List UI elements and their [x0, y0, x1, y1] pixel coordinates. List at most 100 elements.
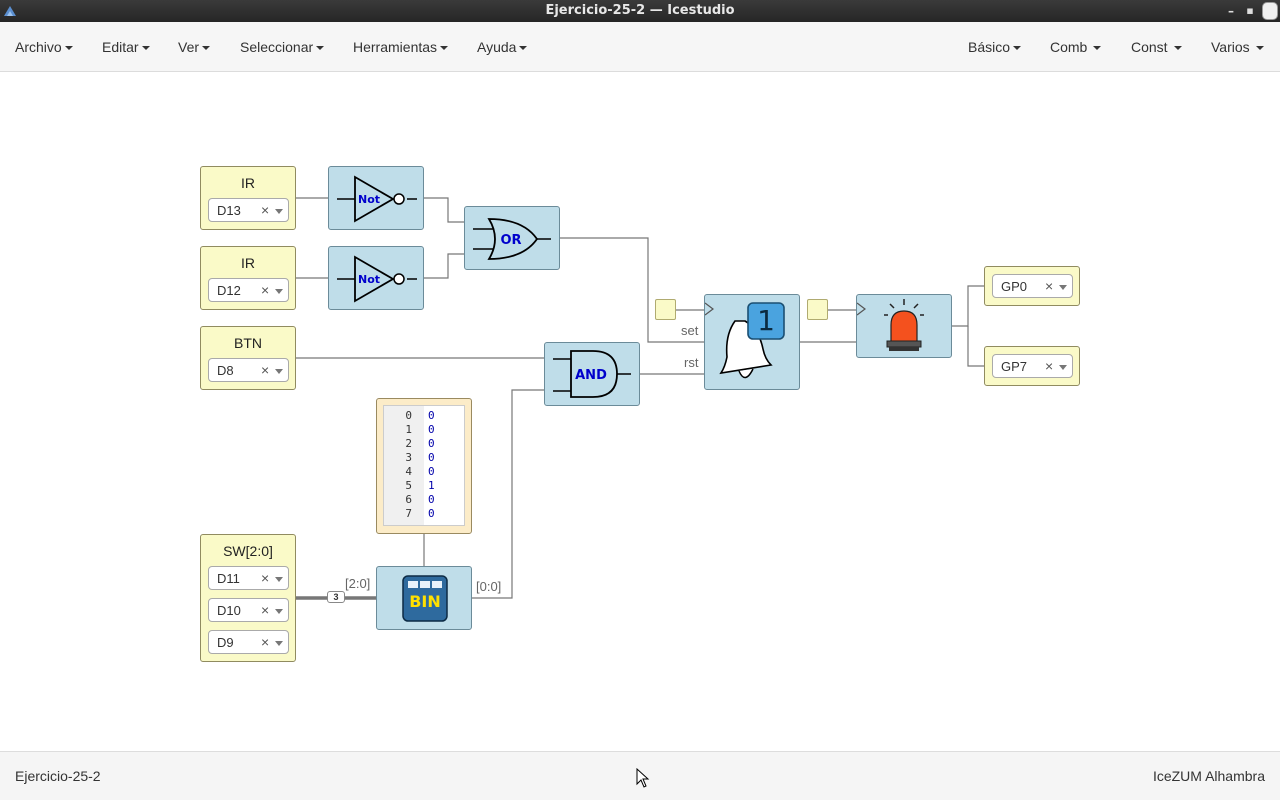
input-ir-2[interactable]: IR D12 ×	[200, 246, 296, 310]
memory-value[interactable]: 0	[428, 465, 435, 478]
pin-select[interactable]: D12 ×	[208, 278, 289, 302]
chevron-down-icon[interactable]	[1059, 365, 1067, 370]
pin-select[interactable]: D9 ×	[208, 630, 289, 654]
menu-editar[interactable]: Editar	[102, 39, 150, 55]
menu-archivo[interactable]: Archivo	[15, 39, 73, 55]
chevron-down-icon[interactable]	[275, 641, 283, 646]
memory-address: 0	[405, 409, 412, 422]
chevron-down-icon	[1255, 46, 1264, 51]
not-gate-2[interactable]: Not	[328, 246, 424, 310]
menu-ver[interactable]: Ver	[178, 39, 211, 55]
set-port-label: set	[681, 323, 699, 338]
chevron-down-icon[interactable]	[275, 369, 283, 374]
clear-icon[interactable]: ×	[1045, 278, 1054, 294]
chevron-down-icon[interactable]	[275, 209, 283, 214]
pin-select[interactable]: GP7 ×	[992, 354, 1073, 378]
input-ir-1[interactable]: IR D13 ×	[200, 166, 296, 230]
pin-select[interactable]: D10 ×	[208, 598, 289, 622]
alarm-light-block[interactable]	[856, 294, 952, 358]
menu-seleccionar[interactable]: Seleccionar	[240, 39, 325, 55]
chevron-down-icon	[64, 46, 73, 51]
minimize-icon[interactable]: –	[1228, 4, 1234, 18]
input-name: IR	[241, 175, 255, 191]
bus-input-label: [2:0]	[345, 576, 371, 591]
memory-value[interactable]: 0	[428, 437, 435, 450]
or-gate-icon: OR	[473, 218, 551, 260]
menu-const[interactable]: Const	[1131, 39, 1182, 55]
output-gp7[interactable]: GP7 ×	[984, 346, 1080, 386]
circuit-canvas[interactable]: IR D13 × IR D12 × BTN D8 × SW[2:0] D11 ×	[0, 72, 1280, 751]
chevron-down-icon[interactable]	[275, 609, 283, 614]
memory-address: 7	[405, 507, 412, 520]
memory-value[interactable]: 0	[428, 451, 435, 464]
menu-herramientas[interactable]: Herramientas	[353, 39, 449, 55]
pin-select[interactable]: D8 ×	[208, 358, 289, 382]
input-btn[interactable]: BTN D8 ×	[200, 326, 296, 390]
menu-comb[interactable]: Comb	[1050, 39, 1102, 55]
close-icon[interactable]	[1262, 2, 1278, 20]
input-name: BTN	[234, 335, 262, 351]
pin-value: D12	[217, 283, 241, 298]
output-gp0[interactable]: GP0 ×	[984, 266, 1080, 306]
pin-value: D11	[217, 571, 240, 586]
pin-value: D10	[217, 603, 241, 618]
memory-value[interactable]: 0	[428, 493, 435, 506]
clear-icon[interactable]: ×	[1045, 358, 1054, 374]
clear-icon[interactable]: ×	[261, 634, 270, 650]
constant-input-box[interactable]	[655, 299, 676, 320]
pin-select[interactable]: GP0 ×	[992, 274, 1073, 298]
chevron-down-icon[interactable]	[1059, 285, 1067, 290]
memory-value[interactable]: 0	[428, 507, 435, 520]
pin-select[interactable]: D13 ×	[208, 198, 289, 222]
maximize-icon[interactable]: ▪	[1246, 4, 1254, 17]
pin-value: GP0	[1001, 279, 1028, 294]
clear-icon[interactable]: ×	[261, 570, 270, 586]
board-name[interactable]: IceZUM Alhambra	[1152, 768, 1265, 784]
chevron-down-icon	[1013, 46, 1022, 51]
constant-input-box[interactable]	[807, 299, 828, 320]
or-gate[interactable]: OR	[464, 206, 560, 270]
menu-ayuda[interactable]: Ayuda	[477, 39, 528, 55]
menu-varios[interactable]: Varios	[1211, 39, 1264, 55]
window-title: Ejercicio-25-2 — Icestudio	[545, 3, 735, 18]
chevron-down-icon	[316, 46, 325, 51]
input-switches[interactable]: SW[2:0] D11 × D10 × D9 ×	[200, 534, 296, 662]
and-gate[interactable]: AND	[544, 342, 640, 406]
pin-select[interactable]: D11 ×	[208, 566, 289, 590]
status-bar: Ejercicio-25-2 IceZUM Alhambra	[0, 751, 1280, 800]
menu-basico[interactable]: Básico	[968, 39, 1022, 55]
binary-rom-block[interactable]: BIN	[376, 566, 472, 630]
icestudio-app-icon	[4, 6, 16, 16]
menu-bar: Archivo Editar Ver Seleccionar Herramien…	[0, 22, 1280, 72]
clear-icon[interactable]: ×	[261, 602, 270, 618]
memory-value[interactable]: 0	[428, 423, 435, 436]
bell-flipflop-block[interactable]: 1	[704, 294, 800, 390]
window-titlebar: Ejercicio-25-2 — Icestudio – ▪	[0, 0, 1280, 22]
chevron-down-icon	[440, 46, 449, 51]
menu-label: Editar	[102, 39, 139, 55]
flipflop-value: 1	[757, 304, 775, 337]
memory-value[interactable]: 0	[428, 409, 435, 422]
memory-address: 5	[405, 479, 412, 492]
project-name: Ejercicio-25-2	[15, 768, 101, 784]
clear-icon[interactable]: ×	[261, 362, 270, 378]
pin-value: D9	[217, 635, 234, 650]
menu-label: Archivo	[15, 39, 62, 55]
clear-icon[interactable]: ×	[261, 282, 270, 298]
chevron-down-icon[interactable]	[275, 577, 283, 582]
chevron-down-icon[interactable]	[275, 289, 283, 294]
clear-icon[interactable]: ×	[261, 202, 270, 218]
binary-rom-icon	[402, 575, 448, 622]
memory-value[interactable]: 1	[428, 479, 435, 492]
not-gate-1[interactable]: Not	[328, 166, 424, 230]
